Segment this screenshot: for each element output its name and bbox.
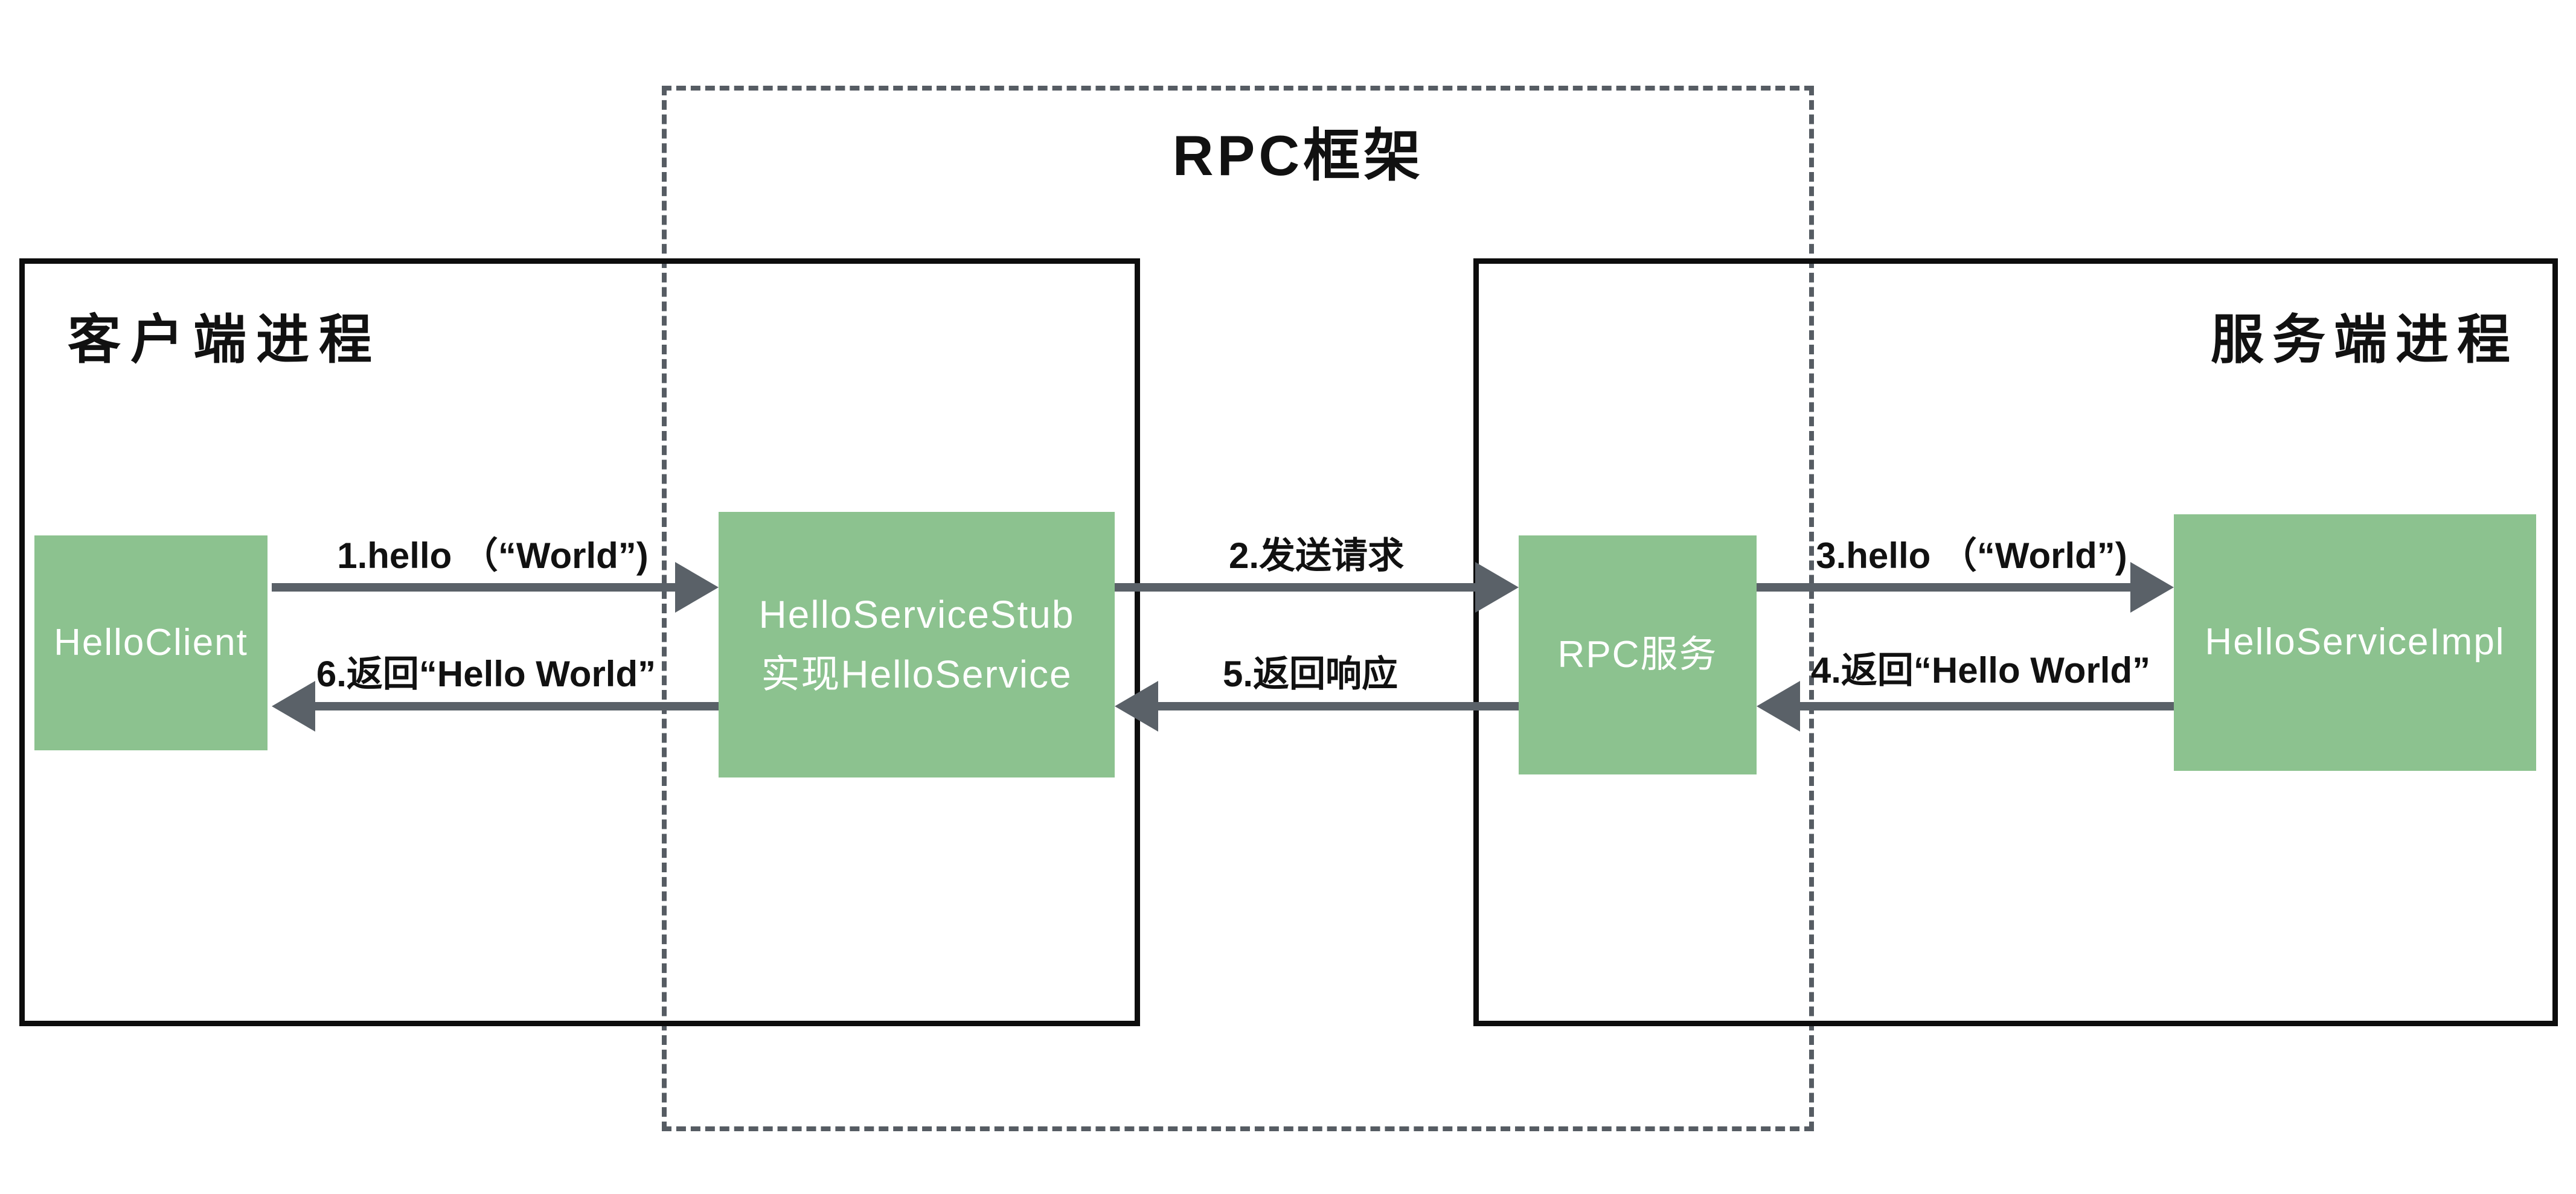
- arrow-3-label: 3.hello （“World”): [1816, 535, 2127, 576]
- node-helloservicestub-line1: HelloServiceStub: [758, 592, 1075, 636]
- node-helloclient: HelloClient: [34, 535, 268, 750]
- arrow-5-label: 5.返回响应: [1222, 654, 1399, 694]
- server-process-container: [1473, 258, 2558, 1026]
- node-rpc-service-label: RPC服务: [1557, 633, 1718, 675]
- node-helloserviceimpl-label: HelloServiceImpl: [2205, 621, 2505, 663]
- rpc-framework-container: [662, 86, 1814, 1131]
- arrow-4-label: 4.返回“Hello World”: [1810, 650, 2151, 691]
- client-process-label: 客户端进程: [68, 310, 382, 369]
- arrow-2-label: 2.发送请求: [1228, 535, 1405, 576]
- node-helloclient-label: HelloClient: [54, 621, 248, 663]
- node-rpc-service: RPC服务: [1519, 535, 1757, 774]
- client-process-container: [19, 258, 1140, 1026]
- server-process-label: 服务端进程: [2210, 310, 2519, 369]
- node-helloserviceimpl: HelloServiceImpl: [2174, 514, 2536, 771]
- node-helloservicestub-line2: 实现HelloService: [761, 653, 1072, 696]
- node-helloservicestub: HelloServiceStub 实现HelloService: [719, 512, 1115, 777]
- arrow-6-label: 6.返回“Hello World”: [316, 654, 656, 694]
- rpc-framework-title: RPC框架: [1172, 124, 1424, 187]
- arrow-1-label: 1.hello （“World”): [337, 535, 649, 576]
